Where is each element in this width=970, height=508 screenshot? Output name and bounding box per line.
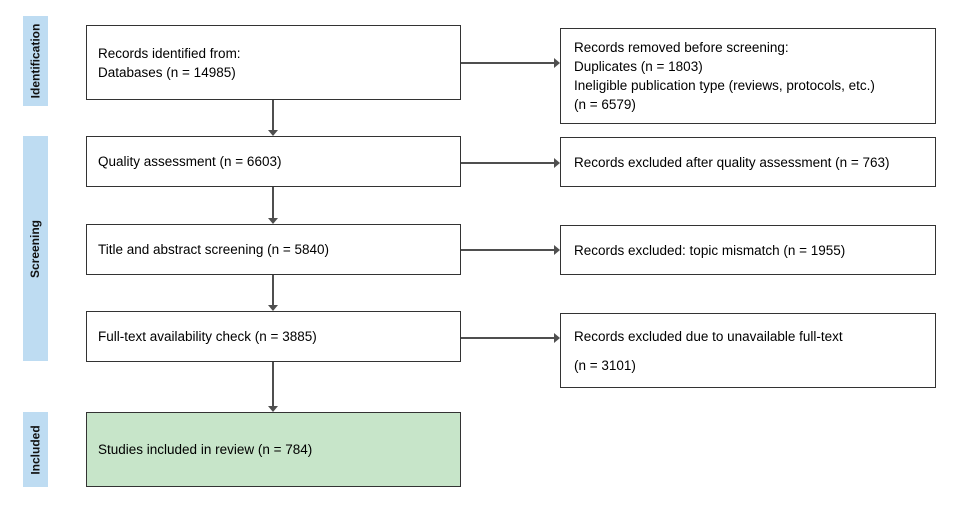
box-records-identified: Records identified from: Databases (n = … [86, 25, 461, 100]
arrow-screening-to-excluded [461, 245, 560, 255]
stage-label-identification-text: Identification [28, 23, 43, 99]
box-excluded-fulltext: Records excluded due to unavailable full… [560, 313, 936, 388]
box-title-abstract-screening-line1: Title and abstract screening (n = 5840) [98, 242, 330, 257]
box-title-abstract-screening: Title and abstract screening (n = 5840) [86, 224, 461, 275]
box-records-identified-line2: Databases (n = 14985) [98, 64, 236, 80]
box-removed-before-screening-line4: (n = 6579) [574, 97, 636, 112]
box-excluded-topic-line1: Records excluded: topic mismatch (n = 19… [574, 242, 846, 258]
arrow-fulltext-to-included [268, 362, 278, 412]
box-excluded-quality: Records excluded after quality assessmen… [560, 137, 936, 187]
box-removed-before-screening-line2: Duplicates (n = 1803) [574, 59, 703, 74]
stage-label-included: Included [23, 412, 48, 487]
arrow-quality-to-excluded [461, 158, 560, 168]
arrow-quality-to-screening [268, 187, 278, 224]
box-studies-included-line1: Studies included in review (n = 784) [98, 442, 313, 457]
box-removed-before-screening: Records removed before screening: Duplic… [560, 28, 936, 124]
stage-label-included-text: Included [28, 424, 43, 475]
box-quality-assessment: Quality assessment (n = 6603) [86, 136, 461, 187]
box-excluded-quality-line1: Records excluded after quality assessmen… [574, 154, 890, 170]
box-fulltext-availability: Full-text availability check (n = 3885) [86, 311, 461, 362]
stage-label-screening-text: Screening [28, 219, 43, 278]
arrow-screening-to-fulltext [268, 275, 278, 311]
box-removed-before-screening-line3: Ineligible publication type (reviews, pr… [574, 78, 875, 93]
arrow-fulltext-to-excluded [461, 333, 560, 343]
box-fulltext-availability-line1: Full-text availability check (n = 3885) [98, 329, 317, 344]
box-removed-before-screening-line1: Records removed before screening: [574, 40, 789, 55]
box-excluded-topic: Records excluded: topic mismatch (n = 19… [560, 225, 936, 275]
box-excluded-fulltext-line1: Records excluded due to unavailable full… [574, 328, 843, 344]
box-excluded-fulltext-line2: (n = 3101) [574, 357, 636, 373]
arrow-identified-to-removed [461, 58, 560, 68]
stage-label-screening: Screening [23, 136, 48, 361]
arrow-identified-to-quality [268, 100, 278, 136]
box-studies-included: Studies included in review (n = 784) [86, 412, 461, 487]
box-quality-assessment-line1: Quality assessment (n = 6603) [98, 154, 282, 169]
box-records-identified-line1: Records identified from: [98, 45, 241, 61]
stage-label-identification: Identification [23, 16, 48, 106]
